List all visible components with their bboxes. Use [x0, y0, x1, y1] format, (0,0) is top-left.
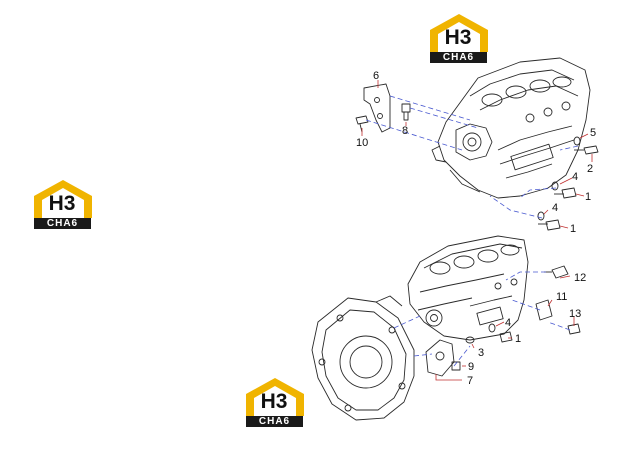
washer-part-5 [573, 136, 581, 146]
bolt-part-2 [574, 145, 599, 155]
callout-4-middle: 4 [552, 202, 558, 214]
callout-12: 12 [574, 272, 586, 284]
logo-top: H3 CHA6 [428, 12, 490, 64]
callout-1-lower: 1 [515, 333, 521, 345]
bolt-part-8 [401, 103, 411, 121]
logo-bottom: H3 CHA6 [244, 376, 306, 428]
flywheel-housing [311, 295, 415, 421]
brand-logo-icon [430, 14, 488, 52]
callout-4-upper: 4 [572, 171, 578, 183]
sensor-part-12 [544, 265, 569, 279]
callout-5: 5 [590, 127, 596, 139]
brand-logo-icon [34, 180, 92, 218]
callout-2: 2 [587, 163, 593, 175]
bracket-part-6 [363, 83, 391, 133]
lower-engine-block [407, 235, 529, 341]
callout-leaders [361, 80, 593, 381]
washer-part-4-upper [551, 181, 559, 191]
washer-part-4-lower [488, 323, 496, 333]
logo-mark: H3 [48, 192, 76, 215]
upper-engine-block [431, 57, 591, 199]
bolt-part-1-middle [538, 219, 561, 231]
callout-11: 11 [556, 291, 567, 303]
logo-left: H3 CHA6 [32, 178, 94, 230]
callout-13: 13 [569, 308, 581, 320]
bolt-part-13 [567, 323, 581, 335]
brand-logo-icon [246, 378, 304, 416]
bolt-part-9 [451, 361, 461, 371]
bolt-part-1-lower [499, 331, 513, 343]
callout-4-lower: 4 [505, 317, 511, 329]
bracket-part-11 [535, 299, 553, 321]
assembly-guide-lines [365, 95, 579, 367]
callout-7: 7 [467, 375, 473, 387]
logo-mark: H3 [260, 390, 288, 413]
callout-9: 9 [468, 361, 474, 373]
callout-3: 3 [478, 347, 484, 359]
logo-wordmark: CHA6 [246, 416, 303, 427]
callout-1-middle: 1 [570, 223, 576, 235]
callout-10: 10 [356, 137, 368, 149]
logo-wordmark: CHA6 [34, 218, 91, 229]
bolt-part-1-upper [554, 187, 577, 199]
cover-plate-part-7 [425, 339, 455, 377]
plug-part-3 [465, 336, 475, 344]
callout-8: 8 [402, 125, 408, 137]
logo-wordmark: CHA6 [430, 52, 487, 63]
logo-mark: H3 [444, 26, 472, 49]
washer-part-4-middle [537, 211, 545, 221]
callout-1-upper: 1 [585, 191, 591, 203]
callout-6: 6 [373, 70, 379, 82]
